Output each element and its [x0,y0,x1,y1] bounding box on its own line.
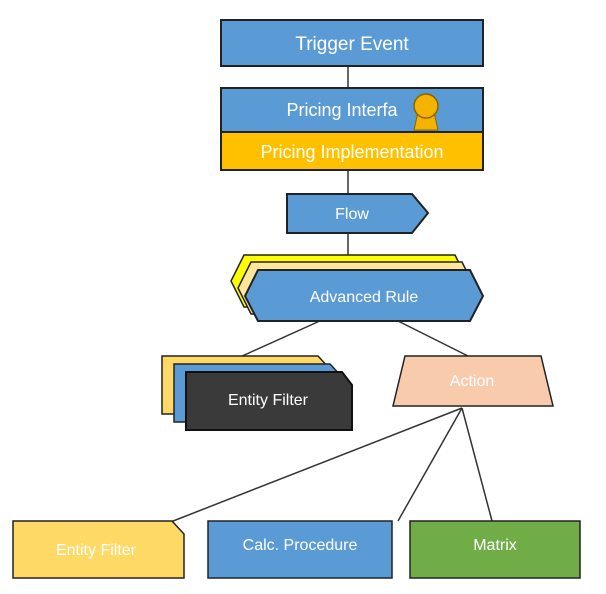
flow-label: Flow [335,206,369,223]
lock-icon [413,93,439,131]
pricing-node[interactable]: Pricing Interfa Pricing Implementation [220,87,484,171]
trigger-event-label: Trigger Event [295,34,409,55]
calc-procedure-label: Calc. Procedure [243,537,358,554]
advanced-rule-node[interactable]: Advanced Rule [230,254,485,322]
matrix-node[interactable]: Matrix [409,520,581,579]
action-shape [392,355,554,407]
pricing-interface-label: Pricing Interfa [286,100,398,120]
advanced-rule-label: Advanced Rule [310,289,419,306]
action-label: Action [450,373,494,390]
pricing-implementation-label: Pricing Implementation [260,142,443,162]
matrix-label: Matrix [473,537,517,554]
advanced-rule-shape [243,269,485,322]
action-node[interactable]: Action [392,355,554,407]
entity-filter-stack-label: Entity Filter [228,392,309,409]
flow-shape [286,193,430,234]
matrix-box [409,520,581,579]
entity-filter-stack-node[interactable]: Entity Filter [161,355,353,431]
entity-filter-node[interactable]: Entity Filter [12,520,185,579]
connector-action-to-matrix [461,407,493,522]
entity-filter-stack-shape [185,371,353,431]
connector-advanced-rule-to-entity-filter-stack [239,319,323,358]
pricing-implementation-box [220,131,484,171]
entity-filter-label: Entity Filter [56,542,137,559]
entity-filter-shape [12,520,185,579]
flow-node[interactable]: Flow [286,193,430,234]
connectors [167,66,493,524]
trigger-event-node[interactable]: Trigger Event [220,19,484,67]
calc-procedure-node[interactable]: Calc. Procedure [207,520,393,579]
connector-advanced-rule-to-action [395,319,469,357]
connector-action-to-calc-procedure [397,407,463,522]
trigger-event-box [220,19,484,67]
calc-procedure-box [207,520,393,579]
connector-action-to-entity-filter [167,407,463,524]
